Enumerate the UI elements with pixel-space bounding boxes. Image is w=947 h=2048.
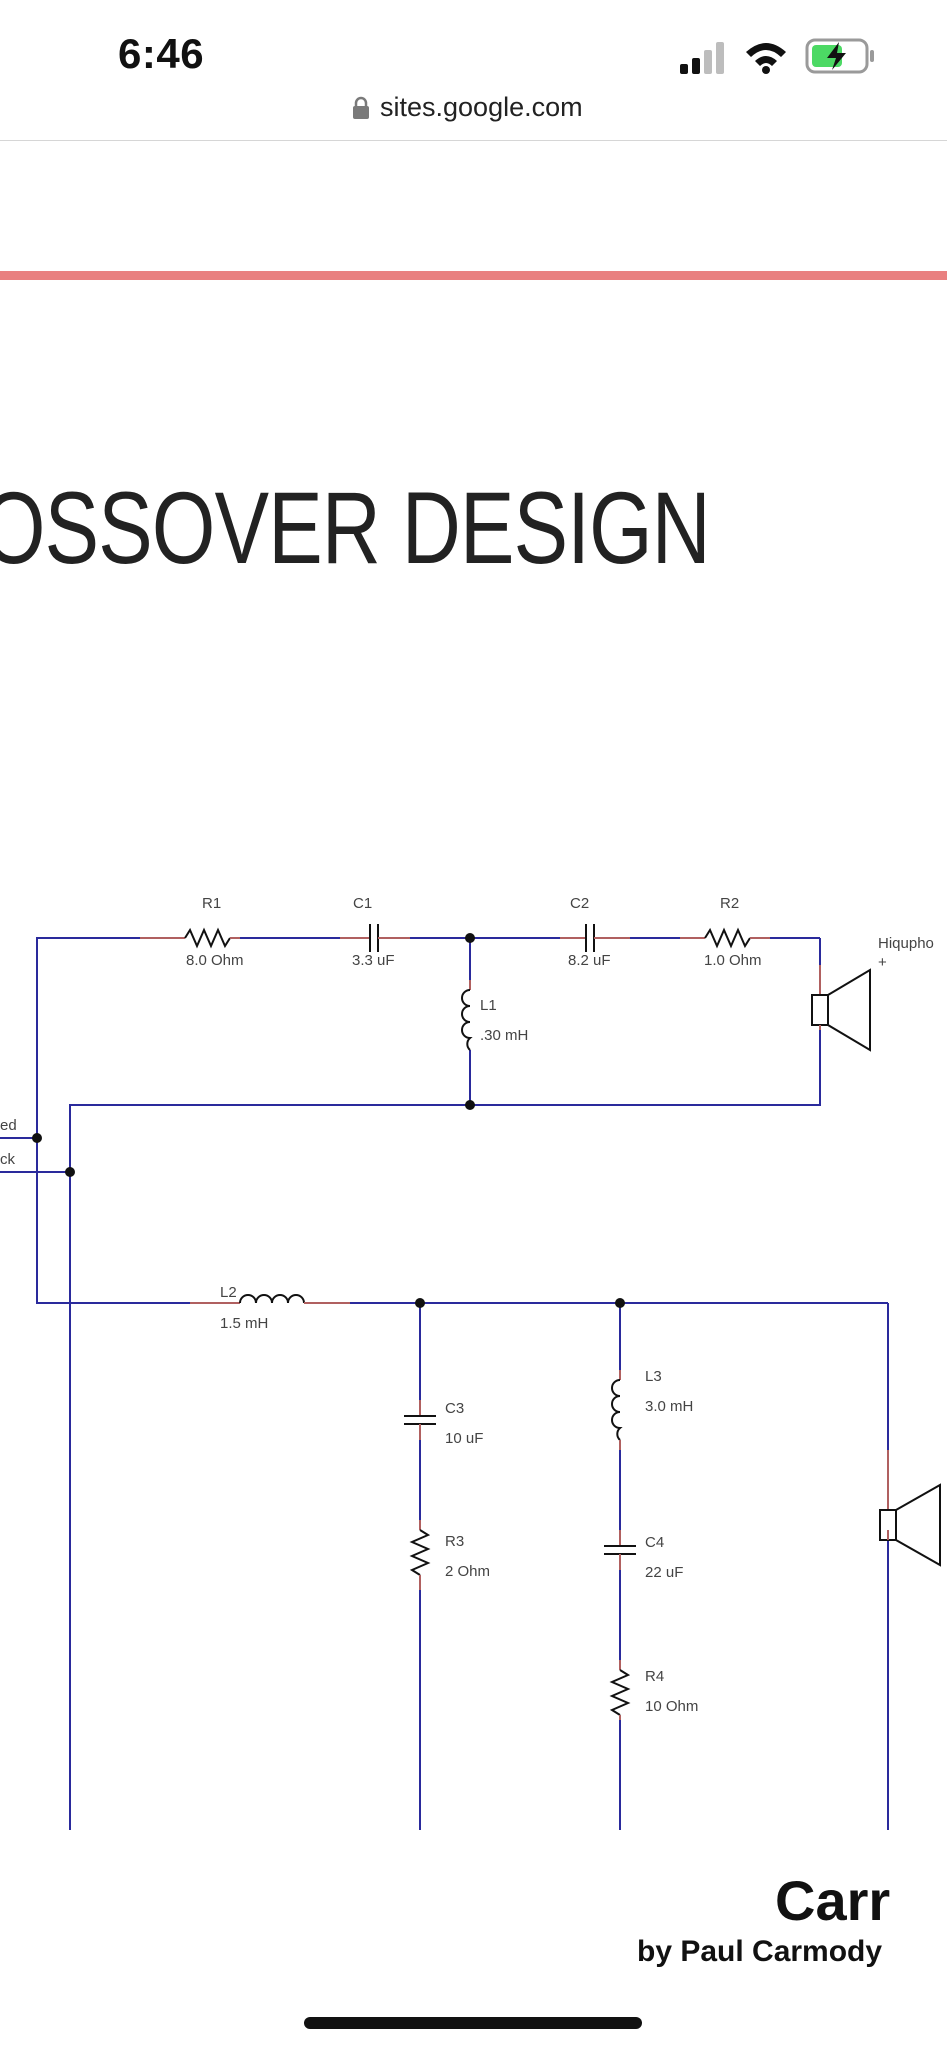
label-c2-value: 8.2 uF — [568, 952, 611, 969]
crossover-schematic: R1 8.0 Ohm C1 3.3 uF C2 8.2 uF R2 1.0 Oh… — [0, 895, 941, 1830]
resistor-r4 — [609, 1660, 631, 1720]
capacitor-c4 — [604, 1530, 636, 1570]
label-tweeter: Hiqupho — [878, 935, 934, 952]
label-r1: R1 — [202, 895, 221, 912]
label-l1-value: .30 mH — [480, 1027, 528, 1044]
tweeter-speaker-icon — [811, 965, 871, 1052]
capacitor-c2 — [560, 924, 630, 952]
label-input-black: ck — [0, 1151, 16, 1168]
label-c3: C3 — [445, 1400, 464, 1417]
label-l1: L1 — [480, 997, 497, 1014]
label-r2-value: 1.0 Ohm — [704, 952, 762, 969]
label-l3: L3 — [645, 1368, 662, 1385]
woofer-speaker-icon — [879, 1450, 941, 1567]
label-r1-value: 8.0 Ohm — [186, 952, 244, 969]
status-bar: 6:46 — [0, 0, 947, 90]
status-time: 6:46 — [118, 30, 205, 77]
home-indicator[interactable] — [304, 2017, 642, 2029]
label-c2: C2 — [570, 895, 589, 912]
label-c1-value: 3.3 uF — [352, 952, 395, 969]
brand-byline: by Paul Carmody — [637, 1935, 883, 1968]
capacitor-c1 — [340, 924, 410, 952]
url-bar[interactable] — [0, 90, 947, 141]
label-r3-value: 2 Ohm — [445, 1563, 490, 1580]
label-r3: R3 — [445, 1533, 464, 1550]
lock-icon — [353, 96, 369, 119]
inductor-l3 — [611, 1370, 623, 1450]
label-r2: R2 — [720, 895, 739, 912]
schematic-wires — [0, 937, 889, 1830]
resistor-r2 — [680, 927, 770, 949]
label-c4-value: 22 uF — [645, 1564, 683, 1581]
cellular-signal-icon — [680, 42, 724, 74]
label-l3-value: 3.0 mH — [645, 1398, 693, 1415]
wifi-icon — [746, 43, 786, 74]
label-c3-value: 10 uF — [445, 1430, 483, 1447]
label-l2-value: 1.5 mH — [220, 1315, 268, 1332]
page-title: OSSOVER DESIGN — [0, 471, 711, 585]
schematic-junctions — [32, 933, 625, 1308]
label-c1: C1 — [353, 895, 372, 912]
resistor-r3 — [409, 1520, 431, 1590]
label-l2: L2 — [220, 1284, 237, 1301]
label-tweeter-plus: + — [878, 954, 887, 971]
inductor-l2 — [190, 1294, 350, 1304]
label-c4: C4 — [645, 1534, 664, 1551]
url-text: sites.google.com — [380, 92, 583, 122]
brand-name: Carr — [775, 1869, 891, 1932]
url-display[interactable]: sites.google.com — [352, 92, 583, 123]
inductor-l1 — [461, 980, 473, 1051]
resistor-r1 — [140, 927, 240, 949]
header-accent-line — [0, 271, 947, 280]
label-input-red: ed — [0, 1117, 17, 1134]
capacitor-c3 — [404, 1400, 436, 1440]
label-r4-value: 10 Ohm — [645, 1698, 698, 1715]
battery-charging-icon — [805, 38, 874, 74]
label-r4: R4 — [645, 1668, 664, 1685]
